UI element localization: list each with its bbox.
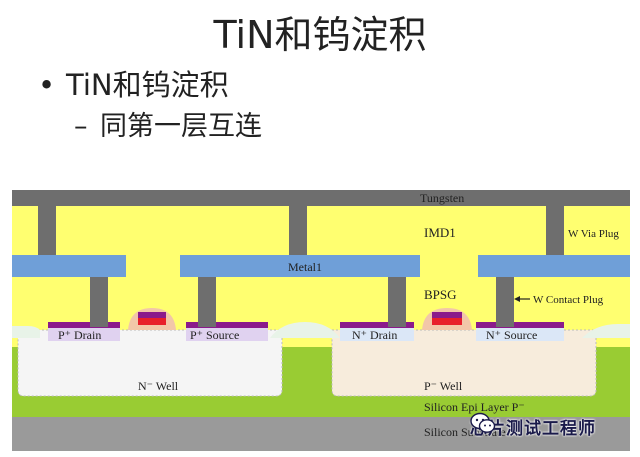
tungsten-top-layer [12,190,630,206]
metal1-segment-2 [180,255,420,277]
metal1-segment-3 [478,255,630,277]
label-tungsten: Tungsten [420,191,464,205]
label-bpsg: BPSG [424,287,457,302]
label-epi-layer: Silicon Epi Layer P⁻ [424,400,525,414]
gate-poly-left [138,312,166,318]
sub-bullet-item: –同第一层互连 [74,104,262,143]
sub-bullet-text: 同第一层互连 [100,111,262,142]
label-metal1: Metal1 [288,260,322,274]
label-p-well: P⁻ Well [424,379,463,393]
p-well [331,329,597,397]
label-p-drain: P⁺ Drain [58,328,101,342]
label-n-drain: N⁺ Drain [352,328,397,342]
label-imd1: IMD1 [424,225,456,240]
via-plug-2 [289,205,307,255]
gate-red-left [138,318,166,325]
silicide-p-source [186,322,268,328]
field-oxide-center [270,322,340,338]
contact-plug-1 [90,275,108,327]
silicon-substrate-layer [12,415,630,451]
p-drain-region [48,327,120,341]
via-plug-3 [546,205,564,255]
contact-plug-3 [388,275,406,327]
gate-poly-right [432,312,462,318]
silicide-n-source [476,322,564,328]
p-source-region [186,327,268,341]
gate-red-right [432,318,462,325]
silicide-n-drain [340,322,414,328]
field-oxide-left [12,326,40,338]
label-w-contact-plug: W Contact Plug [533,294,604,306]
label-n-source: N⁺ Source [486,328,537,342]
slide-title: TiN和钨淀积 [213,13,427,57]
label-p-source: P⁺ Source [190,328,239,342]
bullet-marker: • [38,68,56,102]
n-well [17,329,283,397]
sub-bullet-marker: – [74,111,88,142]
field-oxide-right [582,324,630,338]
bullet-item: • TiN和钨淀积 [38,62,229,104]
watermark-text: 芯片测试工程师 [470,418,596,439]
n-source-region [476,327,564,341]
n-drain-region [340,327,414,341]
watermark: 芯片测试工程师 [470,412,596,440]
contact-plug-arrowhead [514,296,520,302]
via-plug-1 [38,205,56,255]
silicide-p-drain [48,322,120,328]
contact-plug-2 [198,275,216,327]
wechat-logo-icon [470,412,496,433]
contact-plug-4 [496,275,514,327]
bullet-text: TiN和钨淀积 [66,68,229,102]
label-w-via-plug: W Via Plug [568,228,619,240]
metal1-segment-1 [12,255,126,277]
label-n-well: N⁻ Well [138,379,179,393]
